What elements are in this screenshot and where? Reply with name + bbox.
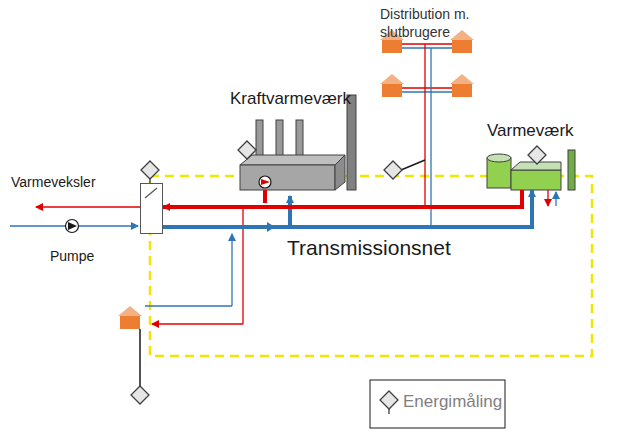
pipe-connector [163,190,522,207]
plant-node: Kraftvarmeværk [240,155,345,190]
node-label: Varmeveksler [11,174,96,190]
plant-node: Varmeværk [487,154,575,190]
node-label: Varmeværk [487,121,574,141]
diagram-label: Transmissionsnet [287,236,451,260]
exchanger-slash [145,188,157,198]
node-label: Distribution m. slutbrugere [380,6,505,41]
legend-text: Energimåling [403,392,502,412]
heat-exchanger-box: Varmeveksler [140,183,163,234]
diagram-label: Pumpe [50,248,94,264]
node-label: Kraftvarmeværk [230,89,351,109]
exchanger-symbol [141,184,162,233]
flow-arrow [267,222,275,232]
pipe-connector [163,190,532,227]
plant-node: Distribution m. slutbrugere [380,6,505,116]
